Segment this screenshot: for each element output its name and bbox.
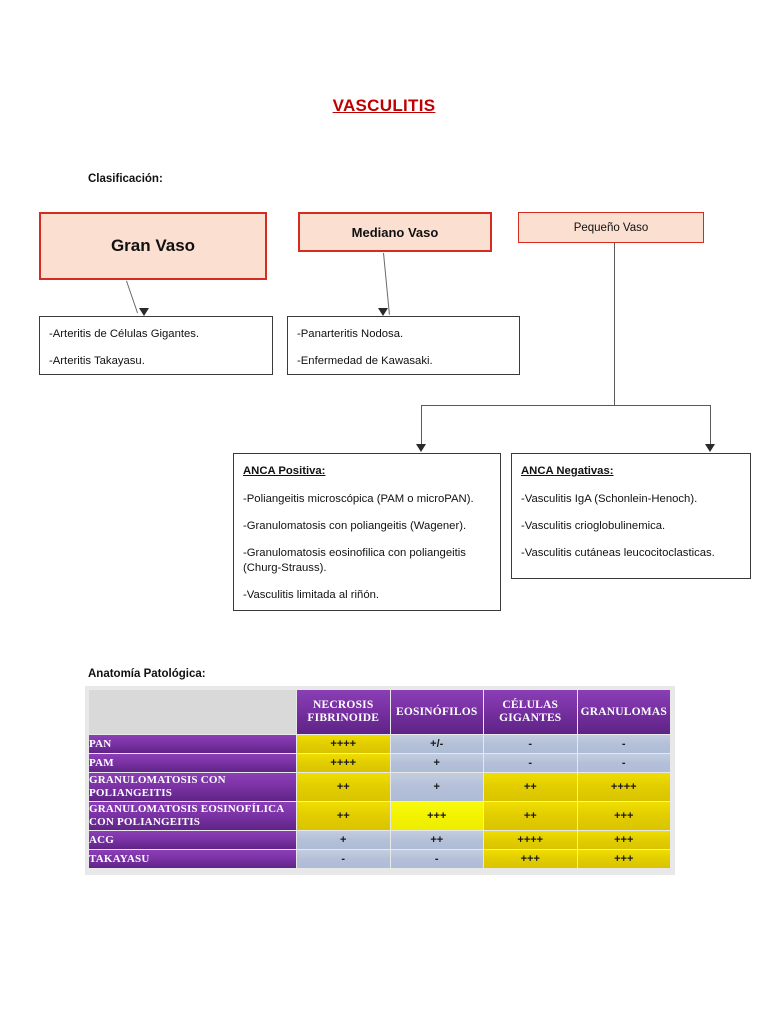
table-row: GRANULOMATOSIS EOSINOFÍLICA CON POLIANGE… [89,802,670,830]
table-cell: ++++ [297,735,390,753]
list-item: -Vasculitis IgA (Schonlein-Henoch). [521,492,698,505]
table-cell: +++ [577,831,670,849]
connector-pequeno-left-drop [421,405,423,446]
table-header-eosinofilos: EOSINÓFILOS [390,690,483,734]
table-cell: +++ [484,850,577,868]
table-body: PAN+++++/---PAM+++++--GRANULOMATOSIS CON… [89,735,670,868]
list-item: -Granulomatosis con poliangeitis (Wagene… [243,519,467,532]
category-box-mediano-vaso: Mediano Vaso [298,212,492,252]
anca-negativas-heading: ANCA Negativas: [521,465,614,477]
list-item: -Arteritis Takayasu. [49,354,145,367]
list-item: -Poliangeitis microscópica (PAM o microP… [243,492,474,505]
table-cell: ++ [484,773,577,801]
table-row: ACG++++++++++ [89,831,670,849]
list-item: -Vasculitis crioglobulinemica. [521,519,666,532]
table-cell: + [297,831,390,849]
table-row-label: PAM [89,754,296,772]
anca-positiva-box: ANCA Positiva: -Poliangeitis microscópic… [233,453,501,611]
table-header-row: NECROSIS FIBRINOIDE EOSINÓFILOS CÉLULAS … [89,690,670,734]
list-item: -Enfermedad de Kawasaki. [297,354,433,367]
table-row-label: PAN [89,735,296,753]
category-label-pequeno-vaso: Pequeño Vaso [573,221,649,234]
category-box-pequeno-vaso: Pequeño Vaso [518,212,704,243]
list-item: -Arteritis de Células Gigantes. [49,328,200,340]
table-cell: - [577,754,670,772]
table-cell: +++ [390,802,483,830]
table-row: PAN+++++/--- [89,735,670,753]
mediano-vaso-list-box: -Panarteritis Nodosa. -Enfermedad de Kaw… [287,316,520,375]
page-title: VASCULITIS [332,96,436,115]
connector-arrowhead-mediano-vaso [378,308,388,316]
table-cell: - [390,850,483,868]
connector-pequeno-stem [614,243,616,406]
anatomia-patologica-label: Anatomía Patológica: [88,668,206,680]
connector-arrowhead-gran-vaso [139,308,149,316]
table-cell: +++ [577,850,670,868]
table-row-label: TAKAYASU [89,850,296,868]
table-row: PAM+++++-- [89,754,670,772]
table-header-necrosis-fibrinoide: NECROSIS FIBRINOIDE [297,690,390,734]
category-label-mediano-vaso: Mediano Vaso [351,224,439,240]
connector-pequeno-right-drop [710,405,712,446]
connector-gran-vaso [126,280,139,314]
category-label-gran-vaso: Gran Vaso [110,236,196,255]
category-box-gran-vaso: Gran Vaso [39,212,267,280]
table-header-granulomas: GRANULOMAS [577,690,670,734]
table-cell: +++ [577,802,670,830]
list-item: -Vasculitis cutáneas leucocitoclasticas. [521,546,715,559]
connector-arrowhead-anca-negativas [705,444,715,452]
anatomia-patologica-table: NECROSIS FIBRINOIDE EOSINÓFILOS CÉLULAS … [88,689,671,869]
list-item: -Panarteritis Nodosa. [297,328,404,340]
table-cell: ++++ [484,831,577,849]
anca-negativas-box: ANCA Negativas: -Vasculitis IgA (Schonle… [511,453,751,579]
table-row-label: ACG [89,831,296,849]
table-cell: ++ [484,802,577,830]
table-cell: ++ [297,802,390,830]
table-cell: +/- [390,735,483,753]
connector-arrowhead-anca-positiva [416,444,426,452]
anca-positiva-heading: ANCA Positiva: [243,465,326,477]
table-cell: - [484,735,577,753]
table-cell: ++ [297,773,390,801]
clasificacion-label: Clasificación: [88,173,163,185]
table-row-label: GRANULOMATOSIS CON POLIANGEITIS [89,773,296,801]
table-row: TAKAYASU--++++++ [89,850,670,868]
table-cell: - [577,735,670,753]
connector-mediano-vaso [383,252,391,315]
list-item: -Granulomatosis eosinofilica con poliang… [243,546,466,574]
table-header-celulas-gigantes: CÉLULAS GIGANTES [484,690,577,734]
table-cell: ++++ [577,773,670,801]
gran-vaso-list-box: -Arteritis de Células Gigantes. -Arterit… [39,316,273,375]
table-header-blank [89,690,296,734]
table-cell: ++ [390,831,483,849]
table-cell: + [390,754,483,772]
table-row: GRANULOMATOSIS CON POLIANGEITIS+++++++++ [89,773,670,801]
table-cell: - [297,850,390,868]
table-row-label: GRANULOMATOSIS EOSINOFÍLICA CON POLIANGE… [89,802,296,830]
list-item: -Vasculitis limitada al riñón. [243,588,380,601]
anatomia-patologica-table-wrap: NECROSIS FIBRINOIDE EOSINÓFILOS CÉLULAS … [85,686,675,875]
table-cell: + [390,773,483,801]
connector-pequeno-bar [421,405,711,407]
table-cell: - [484,754,577,772]
table-cell: ++++ [297,754,390,772]
